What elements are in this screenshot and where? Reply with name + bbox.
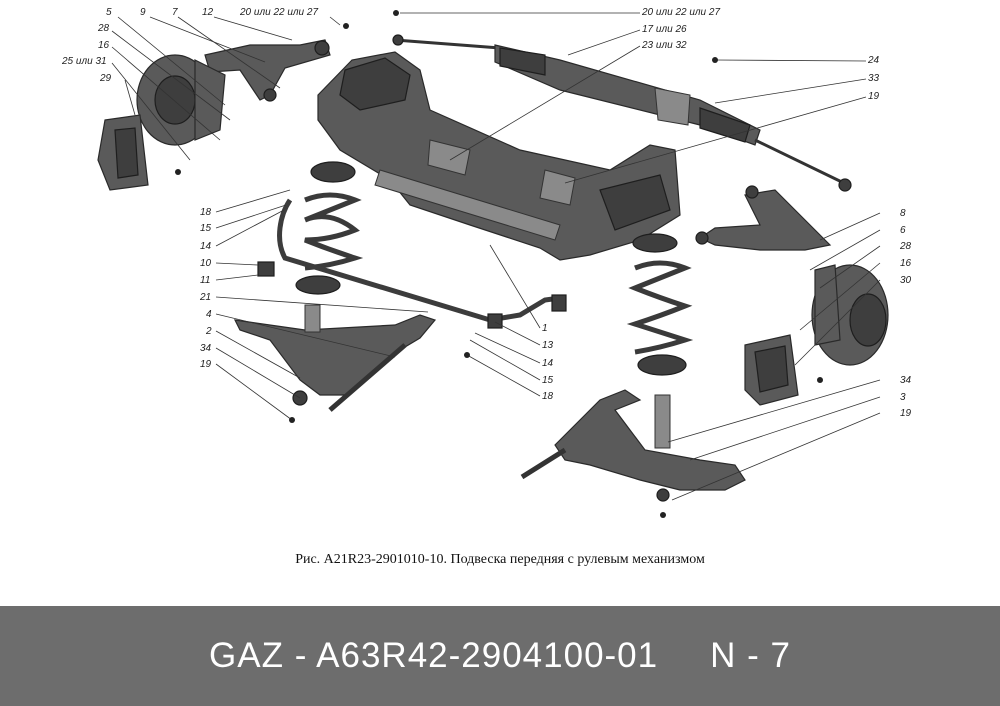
callout-14-mid: 14 [542, 358, 554, 369]
callout-labels: 5 9 7 12 20 или 22 или 27 28 16 25 или 3… [61, 7, 912, 419]
fasteners [175, 10, 823, 518]
callout-19-left: 19 [200, 359, 212, 370]
callout-3: 3 [900, 392, 906, 403]
callout-16-left: 16 [98, 40, 110, 51]
callout-25-31: 25 или 31 [61, 56, 107, 67]
callout-20-22-27-top-right: 20 или 22 или 27 [641, 7, 720, 18]
callout-4: 4 [206, 309, 212, 320]
callout-30: 30 [900, 275, 912, 286]
callout-16-right: 16 [900, 258, 912, 269]
left-brake-caliper [97, 114, 149, 191]
position-number: N - 7 [710, 636, 791, 675]
callout-17-26: 17 или 26 [642, 24, 687, 35]
callout-9: 9 [140, 7, 146, 18]
diagram-area: 5 9 7 12 20 или 22 или 27 28 16 25 или 3… [61, 7, 912, 518]
callout-33: 33 [868, 73, 880, 84]
callout-18-mid: 18 [542, 391, 554, 402]
callout-5: 5 [106, 7, 112, 18]
callout-21: 21 [199, 292, 211, 303]
suspension-exploded-view: 5 9 7 12 20 или 22 или 27 28 16 25 или 3… [61, 7, 912, 518]
callout-29: 29 [99, 73, 112, 84]
subframe [317, 51, 681, 261]
right-upper-arm [695, 185, 832, 251]
callout-28-right: 28 [899, 241, 912, 252]
right-lower-arm [520, 389, 746, 502]
stabilizer-bar [257, 198, 567, 329]
callout-7: 7 [172, 7, 178, 18]
left-upper-arm [204, 39, 331, 102]
right-spring-assembly [626, 233, 694, 376]
callout-23-32: 23 или 32 [641, 40, 687, 51]
callout-28-left: 28 [97, 23, 110, 34]
left-lower-arm [233, 304, 437, 412]
callout-34-left: 34 [200, 343, 212, 354]
callout-15-left: 15 [200, 223, 212, 234]
callout-19-right: 19 [900, 408, 912, 419]
callout-1: 1 [542, 323, 548, 334]
right-hub [811, 264, 889, 366]
callout-11: 11 [200, 275, 210, 286]
right-brake-caliper [744, 334, 799, 406]
callout-15-mid: 15 [542, 375, 554, 386]
callout-8: 8 [900, 208, 906, 219]
callout-34-right: 34 [900, 375, 912, 386]
left-hub-knuckle [136, 54, 226, 146]
left-spring-assembly [295, 161, 364, 295]
callout-18-left: 18 [200, 207, 212, 218]
callout-24: 24 [867, 55, 880, 66]
leader-lines [111, 12, 881, 501]
callout-19-top-right: 19 [868, 91, 880, 102]
figure-caption: Рис. A21R23-2901010-10. Подвеска передня… [295, 552, 705, 567]
callout-12: 12 [202, 7, 214, 18]
callout-6: 6 [900, 225, 906, 236]
brand-part-number: GAZ - A63R42-2904100-01 [209, 636, 659, 675]
callout-2: 2 [205, 326, 212, 337]
callout-10: 10 [200, 258, 212, 269]
callout-14-left: 14 [200, 241, 212, 252]
callout-13: 13 [542, 340, 554, 351]
callout-20-22-27-top-left: 20 или 22 или 27 [239, 7, 318, 18]
footer-banner: GAZ - A63R42-2904100-01 N - 7 [0, 606, 1000, 706]
